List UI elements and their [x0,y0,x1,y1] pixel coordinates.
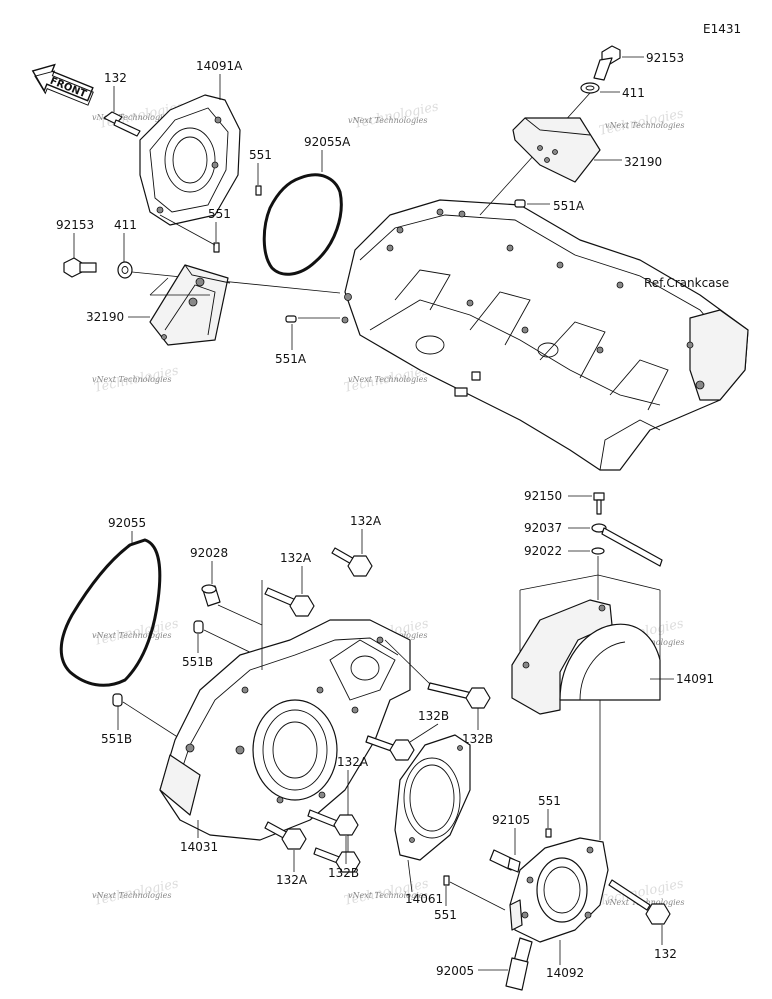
part-14031-cover [159,619,411,841]
part-551B-dowel-2 [112,693,123,707]
label-551-c: 551 [434,908,457,922]
part-551B-dowel-1 [193,620,204,634]
part-92028-plug [201,584,221,607]
part-14091A-cover [139,94,241,226]
part-132-bolt-bottom [608,879,671,925]
label-92150: 92150 [524,489,562,503]
watermark-1: vNext Technologies [92,113,171,122]
part-92022-washer [591,547,605,555]
label-14091: 14091 [676,672,714,686]
label-32190-right: 32190 [624,155,662,169]
watermark-3: vNext Technologies [348,116,427,125]
part-14061-gasket [394,734,471,861]
part-92055-gasket [59,538,162,687]
part-551-dowel-b [213,242,220,253]
label-14091A: 14091A [196,59,243,73]
part-92037-clamp [591,523,663,567]
label-551B-1: 551B [182,655,213,669]
part-14091-cover [511,599,661,715]
watermark-4: vNext Technologies [92,375,171,384]
part-411-washer-left [117,261,133,279]
label-14031: 14031 [180,840,218,854]
label-92028: 92028 [190,546,228,560]
label-551-a: 551 [249,148,272,162]
label-132A-2: 132A [280,551,312,565]
label-92105: 92105 [492,813,530,827]
label-551A-left: 551A [275,352,307,366]
label-132A-4: 132A [276,873,308,887]
part-92005-fitting [505,937,533,991]
label-132B-3: 132B [328,866,359,880]
label-92055: 92055 [108,516,146,530]
part-132B-bolt-3 [307,809,359,836]
reference-label: Ref.Crankcase [644,276,729,290]
part-14092-cover [509,837,609,943]
label-14061: 14061 [405,892,443,906]
label-32190-left: 32190 [86,310,124,324]
part-132B-bolt-2 [365,735,415,761]
watermark-10: vNext Technologies [92,891,171,900]
part-132B-bolt-1 [427,682,491,709]
label-92153-left: 92153 [56,218,94,232]
part-92153-bolt-left [63,257,97,278]
part-132A-bolt-3 [313,847,361,873]
part-92105-fitting [489,849,521,873]
watermark-5: vNext Technologies [348,375,427,384]
label-92055A: 92055A [304,135,351,149]
part-32190-bracket-right [512,117,601,183]
part-32190-bracket-left [149,264,231,346]
label-92153-right: 92153 [646,51,684,65]
part-551A-dowel-right [514,199,526,208]
label-132B-2: 132B [418,709,449,723]
part-551-dowel-d [545,828,552,838]
watermark-11: vNext Technologies [348,891,427,900]
part-132A-bolt-2 [264,587,315,617]
label-551A-right: 551A [553,199,585,213]
label-551-b: 551 [208,207,231,221]
label-132A-3: 132A [337,755,369,769]
label-551-d: 551 [538,794,561,808]
part-92150-bolt [593,492,605,515]
label-92037: 92037 [524,521,562,535]
diagram-code: E1431 [703,22,741,36]
part-132-bolt-top [103,111,141,137]
part-551A-dowel-left [285,315,297,323]
label-132-top: 132 [104,71,127,85]
label-132-bottom: 132 [654,947,677,961]
label-411-right: 411 [622,86,645,100]
watermark-2: vNext Technologies [605,121,684,130]
label-14092: 14092 [546,966,584,980]
part-132A-bolt-4 [264,821,307,850]
part-551-dowel-c [443,875,450,886]
part-92153-bolt-right [593,45,621,81]
part-551-dowel-a [255,185,262,196]
part-411-washer-right [580,82,600,94]
part-132A-bolt-1 [331,547,373,577]
label-411-left: 411 [114,218,137,232]
label-92005: 92005 [436,964,474,978]
crankcase-reference [341,199,749,471]
front-arrow-icon: FRONT [31,63,94,106]
label-551B-2: 551B [101,732,132,746]
label-132B-1: 132B [462,732,493,746]
label-92022: 92022 [524,544,562,558]
watermark-7: vNext Technologies [92,631,171,640]
label-132A-1: 132A [350,514,382,528]
part-92055A-gasket [262,173,343,276]
